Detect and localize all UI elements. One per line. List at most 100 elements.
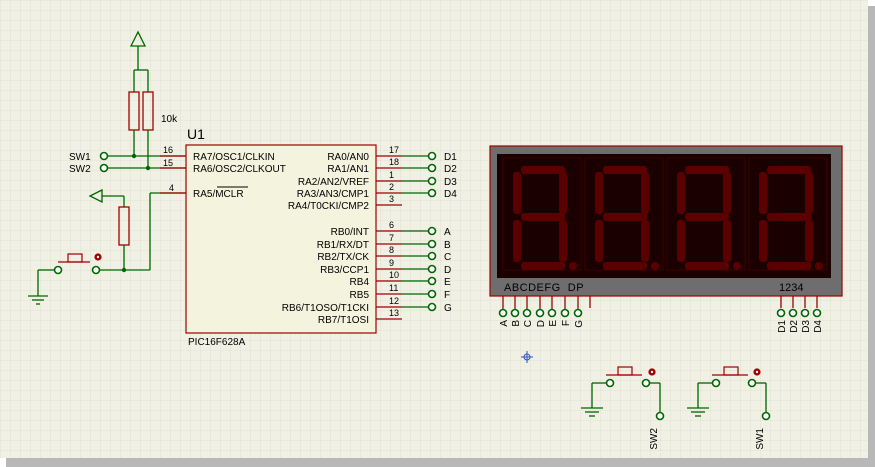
net-label-D2: D2 <box>444 164 457 175</box>
resistor-value: 10k <box>161 114 178 125</box>
digit-4 <box>748 157 828 271</box>
terminal-D1[interactable] <box>776 308 786 318</box>
net-label-D3: D3 <box>444 177 457 188</box>
pin-num-9: 9 <box>389 258 394 268</box>
pin-label-2: RA3/AN3/CMP1 <box>297 189 370 200</box>
pin-num-1: 1 <box>389 170 394 180</box>
pin-label-11: RB5 <box>350 290 370 301</box>
net-label-seg-C: C <box>523 320 534 327</box>
terminal-B[interactable] <box>427 239 437 249</box>
terminal-seg-A[interactable] <box>498 308 508 318</box>
segment-c <box>641 220 649 262</box>
pin-label-1: RA2/AN2/VREF <box>298 177 369 188</box>
segment-b <box>805 172 813 214</box>
ic-ref: U1 <box>187 126 205 142</box>
segment-dp <box>815 262 823 270</box>
terminal-A[interactable] <box>427 226 437 236</box>
ic-body[interactable] <box>185 144 377 334</box>
segment-d <box>767 262 811 270</box>
terminal-seg-D[interactable] <box>535 308 545 318</box>
terminal-seg-C[interactable] <box>522 308 532 318</box>
segment-c <box>723 220 731 262</box>
segment-e <box>513 220 521 262</box>
segment-e <box>759 220 767 262</box>
pin-label-8: RB2/TX/CK <box>317 252 369 263</box>
net-label-D4: D4 <box>813 320 824 333</box>
segment-dp <box>569 262 577 270</box>
ic-left-pins <box>160 155 186 194</box>
pin-num-4: 4 <box>169 183 174 193</box>
pin-num-13: 13 <box>389 308 399 318</box>
pin-label-7: RB1/RX/DT <box>317 240 369 251</box>
ground-symbol-sw2 <box>581 407 603 417</box>
net-label-E: E <box>444 277 451 288</box>
net-label-D1: D1 <box>777 320 788 333</box>
terminal-D4[interactable] <box>427 188 437 198</box>
segment-c <box>805 220 813 262</box>
terminal-seg-G[interactable] <box>573 308 583 318</box>
display-segment-label: ABCDEFG DP <box>504 282 584 294</box>
segment-g <box>521 213 565 221</box>
segment-a <box>685 166 729 174</box>
terminal-D3[interactable] <box>427 176 437 186</box>
terminal-seg-E[interactable] <box>547 308 557 318</box>
segment-f <box>677 172 685 214</box>
terminal-D2[interactable] <box>427 163 437 173</box>
terminal-G[interactable] <box>427 302 437 312</box>
segment-g <box>685 213 729 221</box>
pullup-resistors[interactable] <box>128 69 154 168</box>
net-label-A: A <box>444 227 451 238</box>
net-sw2: SW2 <box>69 164 91 175</box>
ground-symbol-sw1 <box>687 407 709 417</box>
switch-sw1[interactable] <box>697 366 771 421</box>
pin-num-18: 18 <box>389 157 399 167</box>
segment-dp <box>651 262 659 270</box>
segment-e <box>677 220 685 262</box>
pin-num-6: 6 <box>389 220 394 230</box>
segment-e <box>595 220 603 262</box>
net-label-seg-F: F <box>561 320 572 326</box>
segment-g <box>767 213 811 221</box>
net-label-D3: D3 <box>801 320 812 333</box>
net-label-seg-D: D <box>536 320 547 327</box>
terminal-E[interactable] <box>427 276 437 286</box>
reset-button[interactable] <box>37 253 102 296</box>
power-terminal-top[interactable] <box>129 30 147 70</box>
ic-part: PIC16F628A <box>188 337 246 348</box>
pin-label-ra6: RA6/OSC2/CLKOUT <box>193 164 286 175</box>
terminal-F[interactable] <box>427 289 437 299</box>
pin-label-3: RA4/T0CKI/CMP2 <box>288 201 370 212</box>
pin-num-16: 16 <box>163 145 173 155</box>
segment-a <box>767 166 811 174</box>
probe-marker <box>521 351 533 363</box>
terminal-seg-F[interactable] <box>560 308 570 318</box>
terminal-D4[interactable] <box>812 308 822 318</box>
net-label-B: B <box>444 240 451 251</box>
segment-f <box>759 172 767 214</box>
terminal-D1[interactable] <box>427 151 437 161</box>
net-label-G: G <box>444 303 452 314</box>
terminal-D3[interactable] <box>800 308 810 318</box>
switch-sw2[interactable] <box>591 366 665 421</box>
net-label-seg-B: B <box>511 320 522 327</box>
segment-c <box>559 220 567 262</box>
terminal-D[interactable] <box>427 264 437 274</box>
terminal-C[interactable] <box>427 251 437 261</box>
terminal-D2[interactable] <box>788 308 798 318</box>
segment-dp <box>733 262 741 270</box>
pin-num-8: 8 <box>389 245 394 255</box>
pin-num-11: 11 <box>389 283 398 293</box>
terminal-seg-B[interactable] <box>510 308 520 318</box>
segment-a <box>521 166 565 174</box>
pin-label-18: RA1/AN1 <box>327 164 369 175</box>
seven-segment-display[interactable]: ABCDEFG DP 1234 <box>489 145 843 297</box>
digit-3 <box>666 157 746 271</box>
pin-label-ra7: RA7/OSC1/CLKIN <box>193 152 275 163</box>
segment-d <box>521 262 565 270</box>
net-label-C: C <box>444 252 451 263</box>
pin-num-3: 3 <box>389 194 394 204</box>
display-digits <box>502 157 828 271</box>
mclr-circuit[interactable] <box>88 188 186 273</box>
